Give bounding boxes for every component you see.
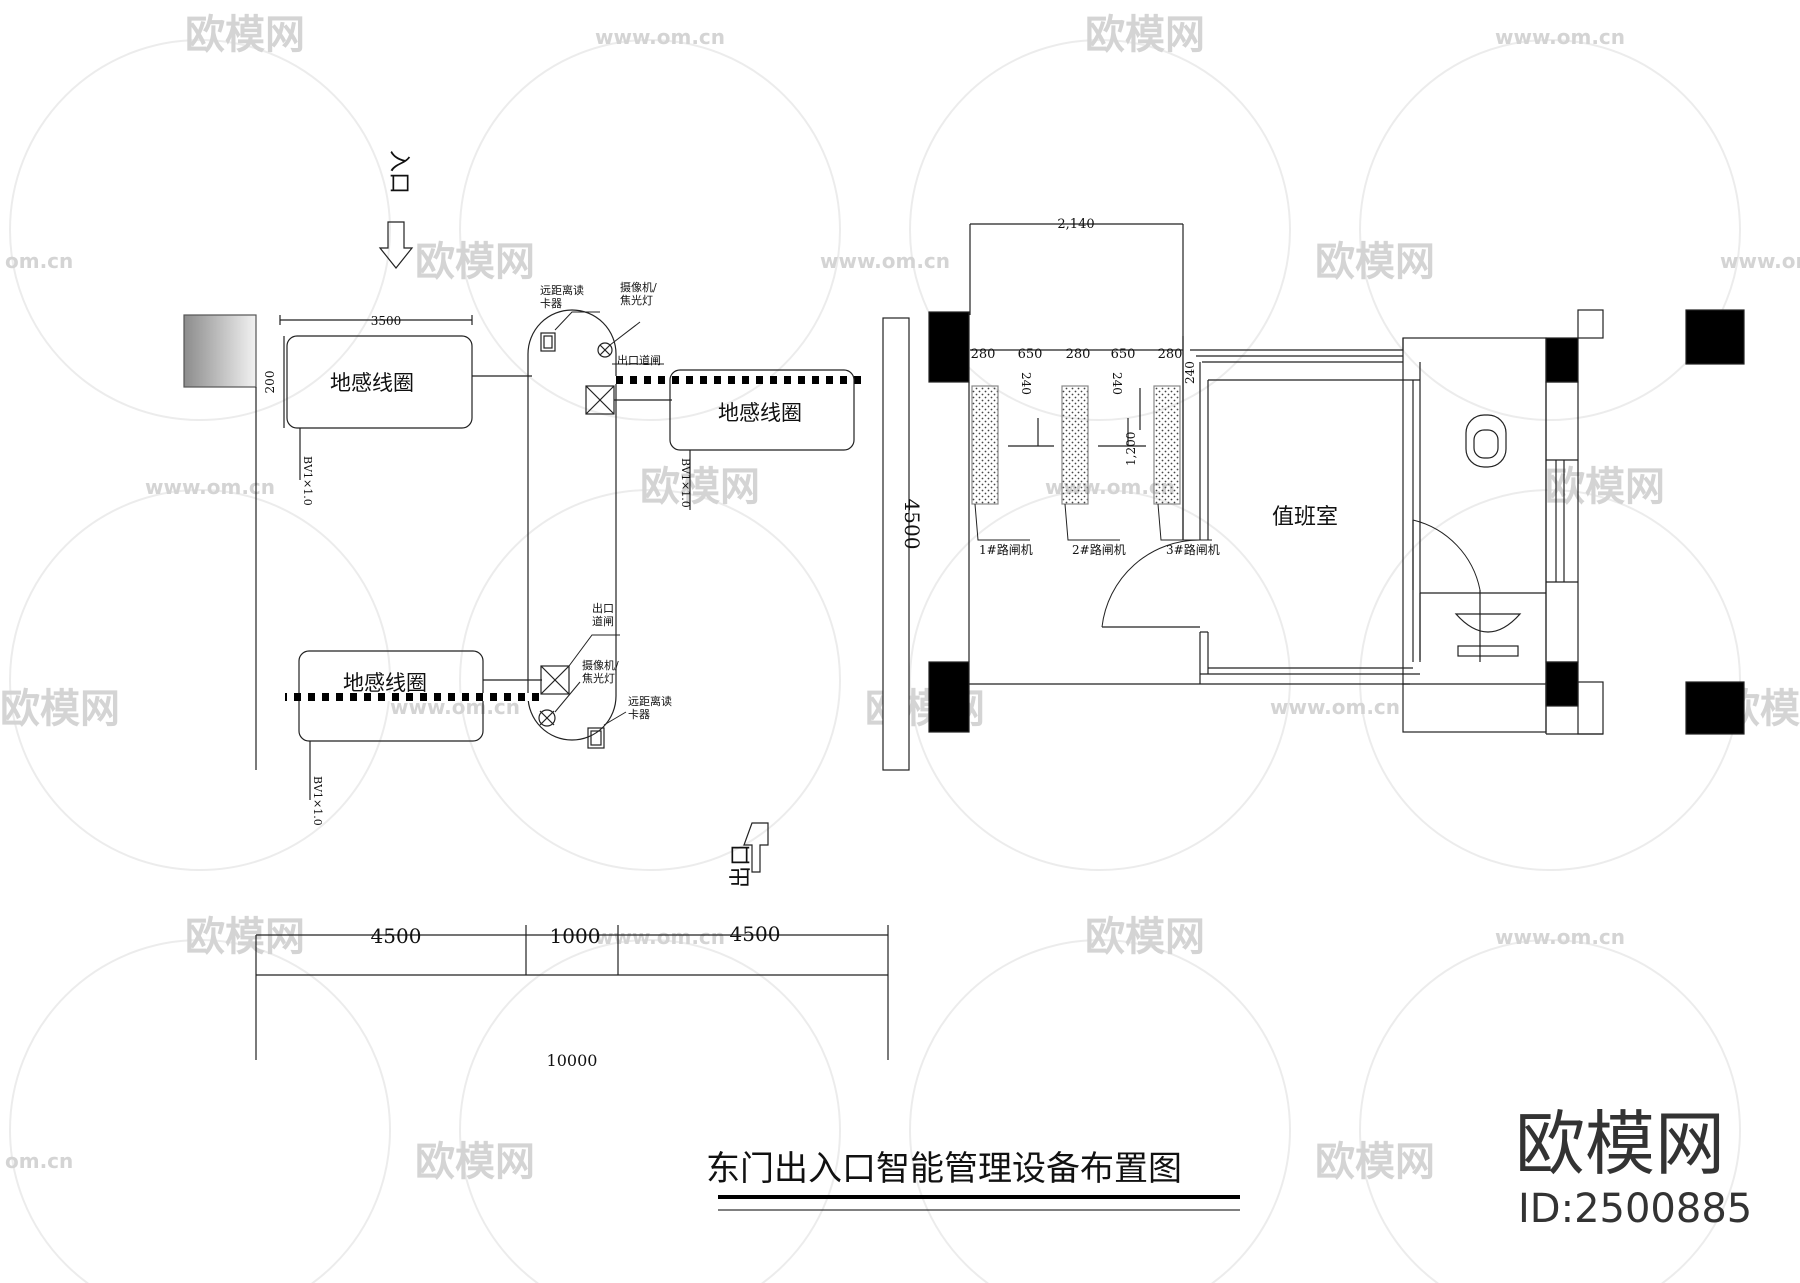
column-far-top <box>1685 309 1745 365</box>
device-label-reader-top: 远距离读卡器 <box>540 283 584 310</box>
dim-label-650a: 650 <box>1018 347 1043 362</box>
column-bottom-left <box>928 661 970 733</box>
dim-bottom-1000: 1000 <box>550 924 601 948</box>
room-label-duty: 值班室 <box>1272 505 1338 530</box>
gate-arm-top <box>614 376 864 384</box>
dim-label-240b: 240 <box>1110 372 1124 395</box>
dim-label-280c: 280 <box>1158 347 1183 362</box>
camera-bottom <box>538 709 556 727</box>
dim-bottom-4500a: 4500 <box>371 924 422 948</box>
traffic-island <box>527 309 617 741</box>
washbasin <box>1454 613 1522 633</box>
watermark-brand: 欧模网 <box>1085 914 1205 960</box>
loop-mid-right <box>669 369 855 451</box>
left-plan-labels: 地感线圈 地感线圈 地感线圈 3500 200 入口 出口 BV1×1.0 BV… <box>263 150 924 1070</box>
watermark-url: www.om.cn <box>1495 25 1625 49</box>
watermark-url: www.om.cn <box>1270 695 1400 719</box>
loop-label-top-left: 地感线圈 <box>330 371 414 395</box>
column-top-left <box>928 311 970 383</box>
dim-label-2140: 2,140 <box>1057 217 1094 232</box>
exit-label: 出口 <box>729 844 754 888</box>
toilet-room <box>1402 337 1547 733</box>
card-reader-top <box>540 332 556 352</box>
device-label-reader-bottom: 远距离读卡器 <box>628 694 672 721</box>
drawing-title: 东门出入口智能管理设备布置图 <box>706 1149 1182 1189</box>
watermark-brand: 欧模网 <box>1315 239 1435 285</box>
barrier-strip-1 <box>971 385 999 505</box>
gate-arm-bottom <box>285 693 539 701</box>
watermark-brand: 欧模网 <box>415 1139 535 1185</box>
dim-label-240c: 240 <box>1183 361 1197 384</box>
watermark-arcs <box>9 39 1741 1283</box>
dim-label-280b: 280 <box>1066 347 1091 362</box>
left-plan <box>183 221 910 1060</box>
right-plan <box>928 223 1745 735</box>
exit-arrow <box>743 822 769 873</box>
device-label-gate-top: 出口道闸 <box>617 353 661 367</box>
watermark-brand: 欧模网 <box>1545 464 1665 510</box>
squat-toilet <box>1465 414 1507 468</box>
dim-bottom-10000: 10000 <box>547 1051 598 1070</box>
barrier-label-1: 1#路闸机 <box>979 542 1033 557</box>
column-bottom-right <box>1545 661 1579 707</box>
column-stub <box>1577 309 1604 339</box>
watermark-brand: 欧模网 <box>1085 12 1205 58</box>
column-far-bottom <box>1685 681 1745 735</box>
watermark-brand: 欧模网 <box>0 686 120 732</box>
entrance-arrow <box>378 221 414 269</box>
dim-label-road-4500: 4500 <box>900 499 924 550</box>
barrier-strip-2 <box>1061 385 1089 505</box>
column-top-right <box>1545 337 1579 383</box>
device-label-camera-bottom: 摄像机/焦光灯 <box>582 658 619 685</box>
brand-id: ID:2500885 <box>1518 1186 1752 1232</box>
cable-label-top: BV1×1.0 <box>301 456 314 506</box>
watermark-url: www.om.cn <box>145 475 275 499</box>
watermark-brand: 欧模网 <box>185 12 305 58</box>
device-label-gate-bottom: 出口道闸 <box>592 601 614 628</box>
dim-bottom-4500b: 4500 <box>730 922 781 946</box>
dim-label-3500: 3500 <box>371 314 402 328</box>
cable-label-bottom: BV1×1.0 <box>311 776 324 826</box>
right-wall-strip <box>1545 381 1579 663</box>
watermark-brand: 欧模网 <box>185 914 305 960</box>
barrier-label-3: 3#路闸机 <box>1166 542 1220 557</box>
dim-label-280a: 280 <box>971 347 996 362</box>
reader-top-line1: 远距离读 <box>540 283 584 297</box>
road-width-marker <box>882 317 910 771</box>
right-plan-labels: 2,140 280 650 280 650 280 240 240 240 1,… <box>971 217 1338 557</box>
watermark-url: www.om.cn <box>595 25 725 49</box>
watermark-url: www.om.cn <box>595 925 725 949</box>
entrance-label: 入口 <box>386 150 411 194</box>
gate-box-bottom <box>540 665 570 695</box>
camera-top <box>597 342 613 358</box>
pillar <box>183 314 257 388</box>
loop-top-left <box>286 335 473 429</box>
device-label-camera-top: 摄像机/焦光灯 <box>620 280 657 307</box>
watermark-url: www.om.cn <box>1720 249 1800 273</box>
reader-top-line2: 卡器 <box>540 297 562 310</box>
loop-label-mid-right: 地感线圈 <box>718 401 802 425</box>
brand-block: 欧模网 ID:2500885 <box>1515 1103 1752 1232</box>
title-underline-thick <box>718 1195 1240 1199</box>
watermark-url: om.cn <box>5 1149 73 1173</box>
dim-label-200: 200 <box>263 371 277 394</box>
brand-name: 欧模网 <box>1515 1103 1725 1185</box>
watermark-brand: 欧模网 <box>640 464 760 510</box>
barrier-strip-3 <box>1153 385 1181 505</box>
watermark-url: www.om.cn <box>1495 925 1625 949</box>
watermark-brand: 欧模网 <box>415 239 535 285</box>
barrier-label-2: 2#路闸机 <box>1072 542 1126 557</box>
watermark-brand: 欧模网 <box>1315 1139 1435 1185</box>
cable-label-mid: BV1×1.0 <box>679 458 692 508</box>
title-block: 东门出入口智能管理设备布置图 <box>706 1149 1240 1211</box>
dim-label-650b: 650 <box>1111 347 1136 362</box>
loop-label-bottom-left: 地感线圈 <box>343 671 427 695</box>
watermark-url: om.cn <box>5 249 73 273</box>
dim-label-1200: 1,200 <box>1124 432 1138 466</box>
card-reader-bottom <box>587 727 605 749</box>
watermark-url: www.om.cn <box>820 249 950 273</box>
dim-label-240a: 240 <box>1019 372 1033 395</box>
